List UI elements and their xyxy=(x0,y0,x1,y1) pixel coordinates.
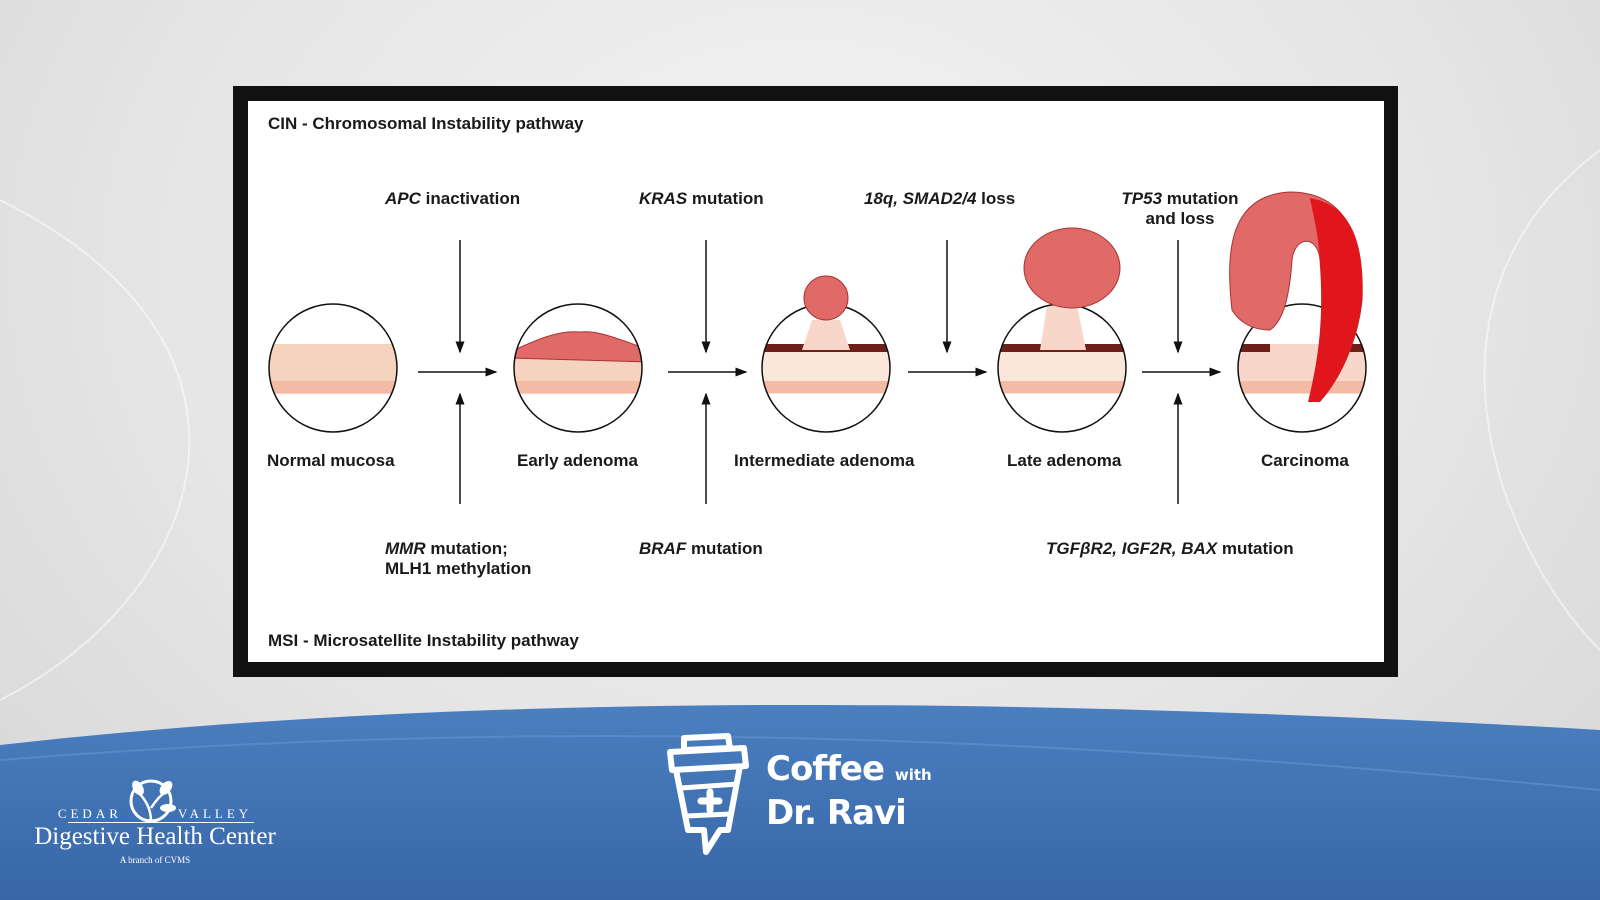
stage-intermediate-adenoma-illustration xyxy=(761,275,891,433)
logo-word-cedar: CEDAR xyxy=(57,806,122,821)
stage-carcinoma-illustration xyxy=(1229,191,1367,433)
label-mmr: MMR mutation;MLH1 methylation xyxy=(385,539,531,579)
stage-label: Carcinoma xyxy=(1261,451,1349,470)
stage-late-adenoma-illustration xyxy=(997,227,1127,433)
stage-normal-mucosa-illustration xyxy=(268,303,398,433)
logo-divider xyxy=(68,822,254,823)
show-title-with: with xyxy=(894,766,932,784)
gene-name: BRAF xyxy=(639,539,687,558)
cin-pathway-title: CIN - Chromosomal Instability pathway xyxy=(268,114,584,133)
event: mutation xyxy=(686,539,763,558)
cedar-valley-logo: CEDAR VALLEY Digestive Health Center A br… xyxy=(20,778,290,866)
stage-early-adenoma-illustration xyxy=(513,303,643,433)
stage-label: Late adenoma xyxy=(1007,451,1122,470)
show-title-line1: Coffee xyxy=(766,749,885,789)
gene-name: TP53 xyxy=(1121,189,1163,208)
tree-leaf-icon xyxy=(129,779,176,823)
event-line2: MLH1 methylation xyxy=(385,559,532,578)
msi-pathway-title: MSI - Microsatellite Instability pathway xyxy=(268,631,579,650)
gene-name: KRAS xyxy=(639,189,688,208)
event: loss xyxy=(976,189,1016,208)
event: mutation; xyxy=(425,539,508,558)
label-braf: BRAF mutation xyxy=(639,539,763,559)
gene-name: APC xyxy=(385,189,421,208)
label-apc: APC inactivation xyxy=(385,189,520,209)
gene-name: 18q, SMAD2/4 xyxy=(864,189,977,208)
show-title-line2: Dr. Ravi xyxy=(766,793,907,833)
gene-name: MMR xyxy=(385,539,426,558)
stage-label: Intermediate adenoma xyxy=(734,451,915,470)
event: mutation xyxy=(687,189,764,208)
event: mutation xyxy=(1162,189,1239,208)
coffee-cup-icon xyxy=(667,733,749,855)
gene-name: TGFβR2, IGF2R, BAX xyxy=(1046,539,1218,558)
event: inactivation xyxy=(420,189,521,208)
clinic-name: Digestive Health Center xyxy=(34,823,276,850)
stage-label: Early adenoma xyxy=(517,451,638,470)
stage-label: Normal mucosa xyxy=(267,451,395,470)
clinic-subtitle: A branch of CVMS xyxy=(119,855,191,865)
label-tgfbr2: TGFβR2, IGF2R, BAX mutation xyxy=(1046,539,1294,559)
event-line2: and loss xyxy=(1145,209,1215,228)
label-smad: 18q, SMAD2/4 loss xyxy=(864,189,1015,209)
label-kras: KRAS mutation xyxy=(639,189,764,209)
event: mutation xyxy=(1217,539,1294,558)
logo-word-valley: VALLEY xyxy=(177,806,253,821)
